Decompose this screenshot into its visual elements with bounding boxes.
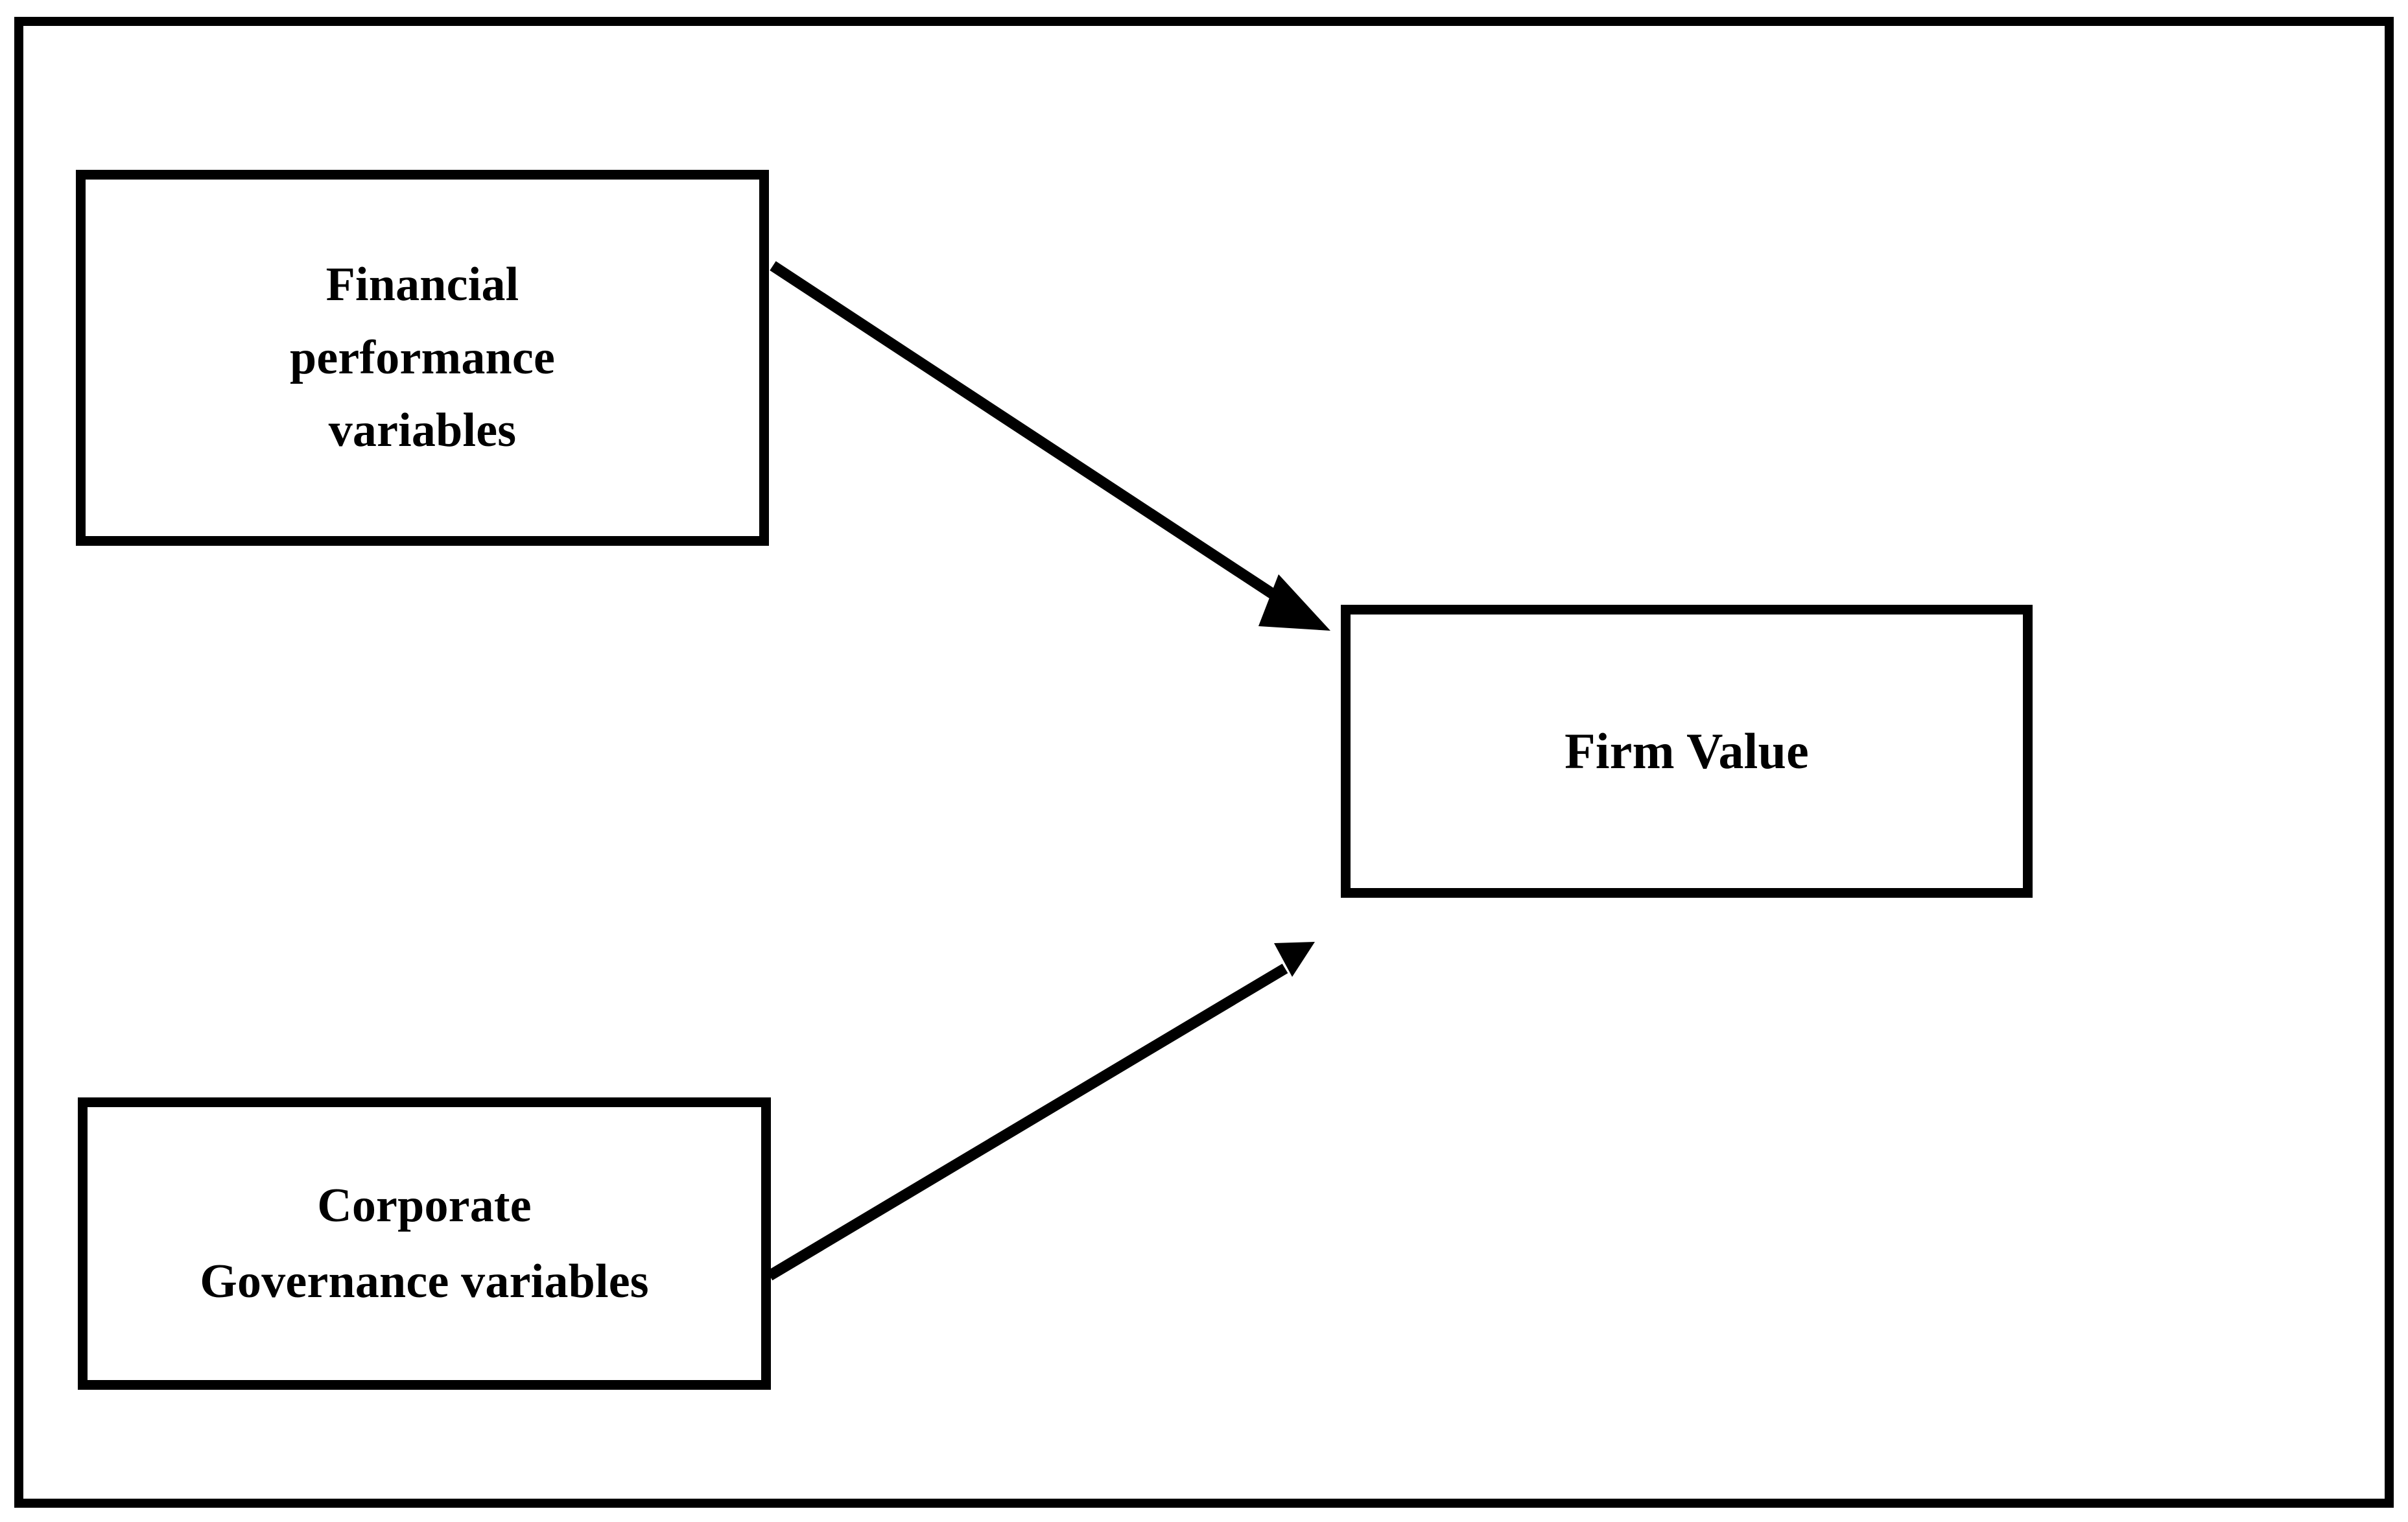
outer-frame (14, 17, 2394, 1508)
node-corporate-governance-variables-label: Corporate Governance variables (200, 1178, 649, 1308)
node-financial-performance-variables[interactable]: Financial performance variables (76, 170, 769, 546)
node-firm-value[interactable]: Firm Value (1341, 605, 2033, 898)
node-corporate-governance-variables[interactable]: Corporate Governance variables (78, 1097, 771, 1390)
node-firm-value-label: Firm Value (1564, 723, 1809, 780)
node-financial-performance-variables-label: Financial performance variables (289, 258, 556, 458)
